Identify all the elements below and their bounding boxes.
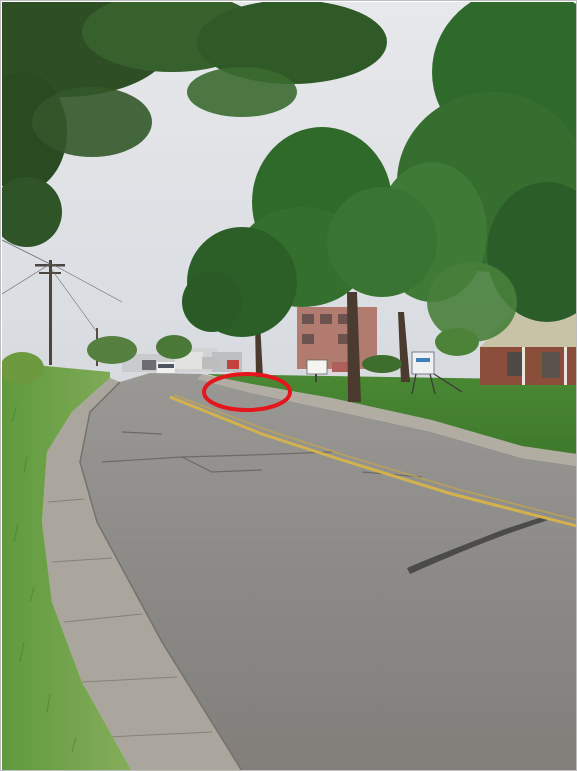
road-shadow <box>407 517 548 574</box>
road-center-line <box>169 394 576 528</box>
left-grass <box>2 362 132 770</box>
tree-canopy-center <box>182 127 437 337</box>
left-gutter <box>42 378 242 770</box>
distant-trees <box>87 328 479 373</box>
apartment-building <box>297 307 377 369</box>
left-grass-texture <box>11 406 77 753</box>
distant-vehicles <box>142 352 352 373</box>
highlight-ellipse <box>202 372 292 412</box>
road <box>80 373 576 770</box>
left-shrub <box>2 352 44 384</box>
tree-canopy-right <box>377 2 576 342</box>
tree-canopy-top-left <box>2 2 387 247</box>
lawn-sign-left <box>306 359 328 382</box>
right-curb <box>198 374 576 466</box>
lawn-sign-right <box>411 351 463 395</box>
gutter-joints <box>47 498 213 738</box>
